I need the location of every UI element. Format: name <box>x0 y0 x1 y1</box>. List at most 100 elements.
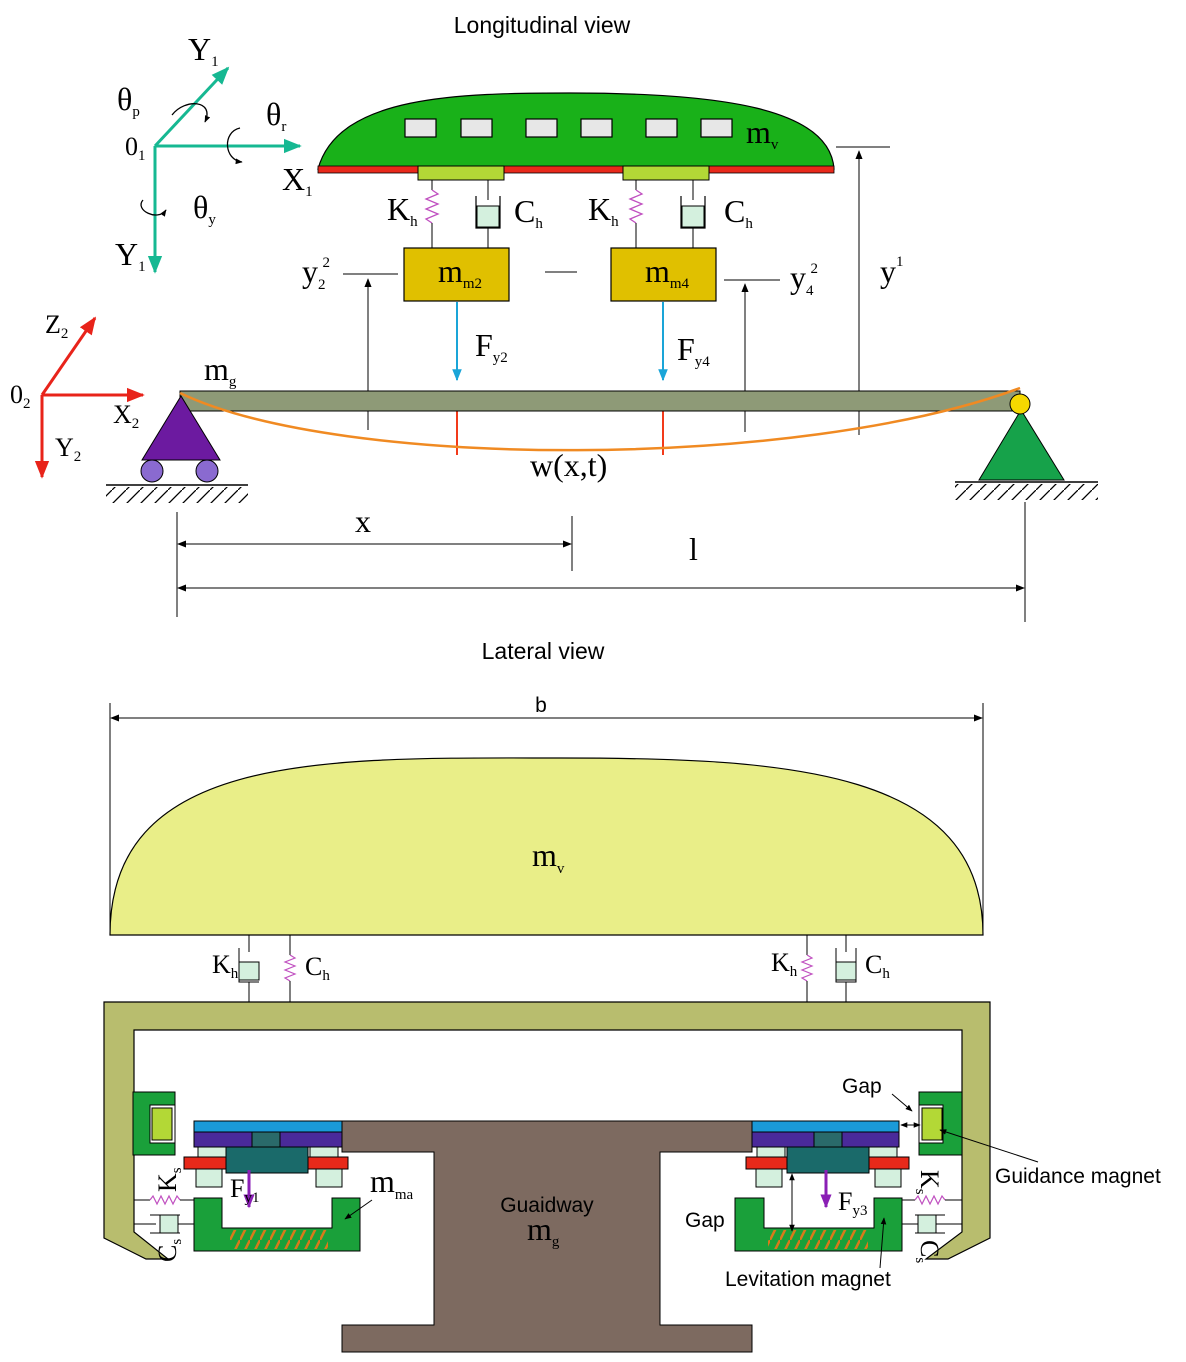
vehicle-windows <box>404 118 733 138</box>
label-ch-right-lateral: Ch <box>865 950 890 982</box>
bolster-right <box>622 165 710 181</box>
rail-right-top <box>751 1120 900 1133</box>
label-gap-left: Gap <box>685 1209 725 1232</box>
label-fy4: Fy4 <box>677 331 710 370</box>
label-ch-left: Ch <box>514 193 543 232</box>
title-longitudinal: Longitudinal view <box>454 12 631 38</box>
label-kh-right-lateral: Kh <box>771 948 798 980</box>
rail-left-web <box>225 1146 309 1174</box>
vehicle-floor-strip <box>317 165 835 174</box>
label-vehicle-mass: mv <box>746 114 779 153</box>
label-x1: X1 <box>282 161 313 200</box>
damper-right-lateral <box>835 961 857 981</box>
label-vehicle-mass-lateral: mv <box>532 837 565 877</box>
label-guideway-mass: mg <box>527 1211 560 1250</box>
guideway-section <box>341 1120 753 1353</box>
axis-system-2: Z2 X2 Y2 02 <box>10 310 145 479</box>
label-magnet-m2: mm2 <box>438 253 482 292</box>
guidance-magnet-right <box>918 1091 963 1156</box>
label-gap-top: Gap <box>842 1075 882 1098</box>
bogie-frame <box>103 1001 991 1260</box>
spring-kh-left <box>424 189 440 224</box>
rail-left-top <box>193 1120 343 1133</box>
label-y2-axis: Y2 <box>55 433 81 465</box>
rail-left-pole-1 <box>183 1156 229 1170</box>
label-y1: y1 <box>880 253 904 289</box>
beam-body <box>179 390 1021 412</box>
coil-right <box>768 1230 868 1249</box>
roller-left-1 <box>140 459 164 483</box>
label-guideway: Guaidway <box>500 1194 594 1217</box>
guidance-magnet-left <box>132 1091 176 1156</box>
magnet-blocks: mm2 mm4 <box>403 247 717 302</box>
suspension-left: Kh Ch <box>387 180 543 248</box>
label-ch-right: Ch <box>724 193 753 232</box>
levitation-magnet-left: Fy1 mma <box>193 1163 414 1252</box>
vehicle-lateral: mv <box>109 757 984 936</box>
ground-right-hatch <box>955 484 1098 500</box>
support-right <box>955 393 1098 500</box>
label-width-b: b <box>535 694 547 717</box>
rail-assembly-right <box>745 1120 910 1188</box>
secondary-suspension-lateral: Kh Ch Kh Ch <box>212 935 890 1002</box>
y1-up-axis <box>153 66 230 148</box>
levitation-magnet-right: Fy3 <box>734 1170 903 1252</box>
support-left-triangle <box>141 395 221 461</box>
ground-left-hatch <box>106 487 248 503</box>
label-ks-right: Ks <box>912 1170 944 1195</box>
label-guidance-magnet: Guidance magnet <box>995 1165 1161 1188</box>
bolster-left <box>417 165 505 181</box>
guideway-beam: mg w(x,t) <box>179 351 1021 483</box>
rail-left-pole-2 <box>307 1156 349 1170</box>
vehicle-body <box>317 92 835 170</box>
label-theta-p: θp <box>117 81 140 120</box>
label-magnet-m4: mm4 <box>645 253 690 292</box>
support-right-triangle <box>978 409 1065 481</box>
label-deflection: w(x,t) <box>530 447 607 483</box>
label-ch-left-lateral: Ch <box>305 952 330 984</box>
annotations-lateral: Gap Guidance magnet Gap Levitation magne… <box>685 1075 1161 1291</box>
rail-right-pole-2 <box>868 1156 910 1170</box>
lateral-suspension-left: Ks Cs <box>134 1167 194 1262</box>
pin-right <box>1009 393 1031 415</box>
label-dim-l: l <box>689 531 698 567</box>
beam-deflection-curve <box>179 386 1021 452</box>
z2-axis <box>40 316 97 396</box>
label-fy2: Fy2 <box>475 327 508 366</box>
label-levitation-magnet: Levitation magnet <box>725 1268 891 1291</box>
vehicle-longitudinal: mv <box>317 92 835 181</box>
spring-left-lateral <box>283 954 297 982</box>
label-kh-left: Kh <box>387 191 418 230</box>
label-fy1: Fy1 <box>230 1174 259 1206</box>
rotation-pitch-icon <box>171 103 211 123</box>
damper-ch-right <box>681 205 705 228</box>
label-beam-mass: mg <box>204 351 237 390</box>
label-dim-x: x <box>355 503 371 539</box>
support-left <box>106 395 248 503</box>
title-lateral: Lateral view <box>482 638 605 664</box>
roller-left-2 <box>195 459 219 483</box>
label-y2: y22 <box>302 253 330 293</box>
spring-ks-right <box>914 1194 946 1206</box>
label-cs-left: Cs <box>153 1239 185 1262</box>
label-mma: mma <box>370 1163 414 1203</box>
label-y4: y42 <box>790 259 818 299</box>
label-kh-left-lateral: Kh <box>212 950 239 982</box>
label-y1-down: Y1 <box>115 236 146 275</box>
label-theta-r: θr <box>266 96 286 135</box>
spring-kh-right <box>628 189 644 224</box>
spring-right-lateral <box>800 954 814 982</box>
damper-left-lateral <box>238 961 260 981</box>
guidance-magnet-left-core <box>151 1107 173 1141</box>
damper-ch-left <box>476 205 500 228</box>
rail-assembly-left <box>183 1120 349 1188</box>
label-fy3: Fy3 <box>838 1187 867 1219</box>
spring-ks-left <box>149 1194 181 1206</box>
label-x2: X2 <box>113 400 139 432</box>
damper-cs-left <box>159 1214 179 1234</box>
label-kh-right: Kh <box>588 191 619 230</box>
rail-right-pole-1 <box>745 1156 788 1170</box>
label-z2: Z2 <box>45 310 68 342</box>
